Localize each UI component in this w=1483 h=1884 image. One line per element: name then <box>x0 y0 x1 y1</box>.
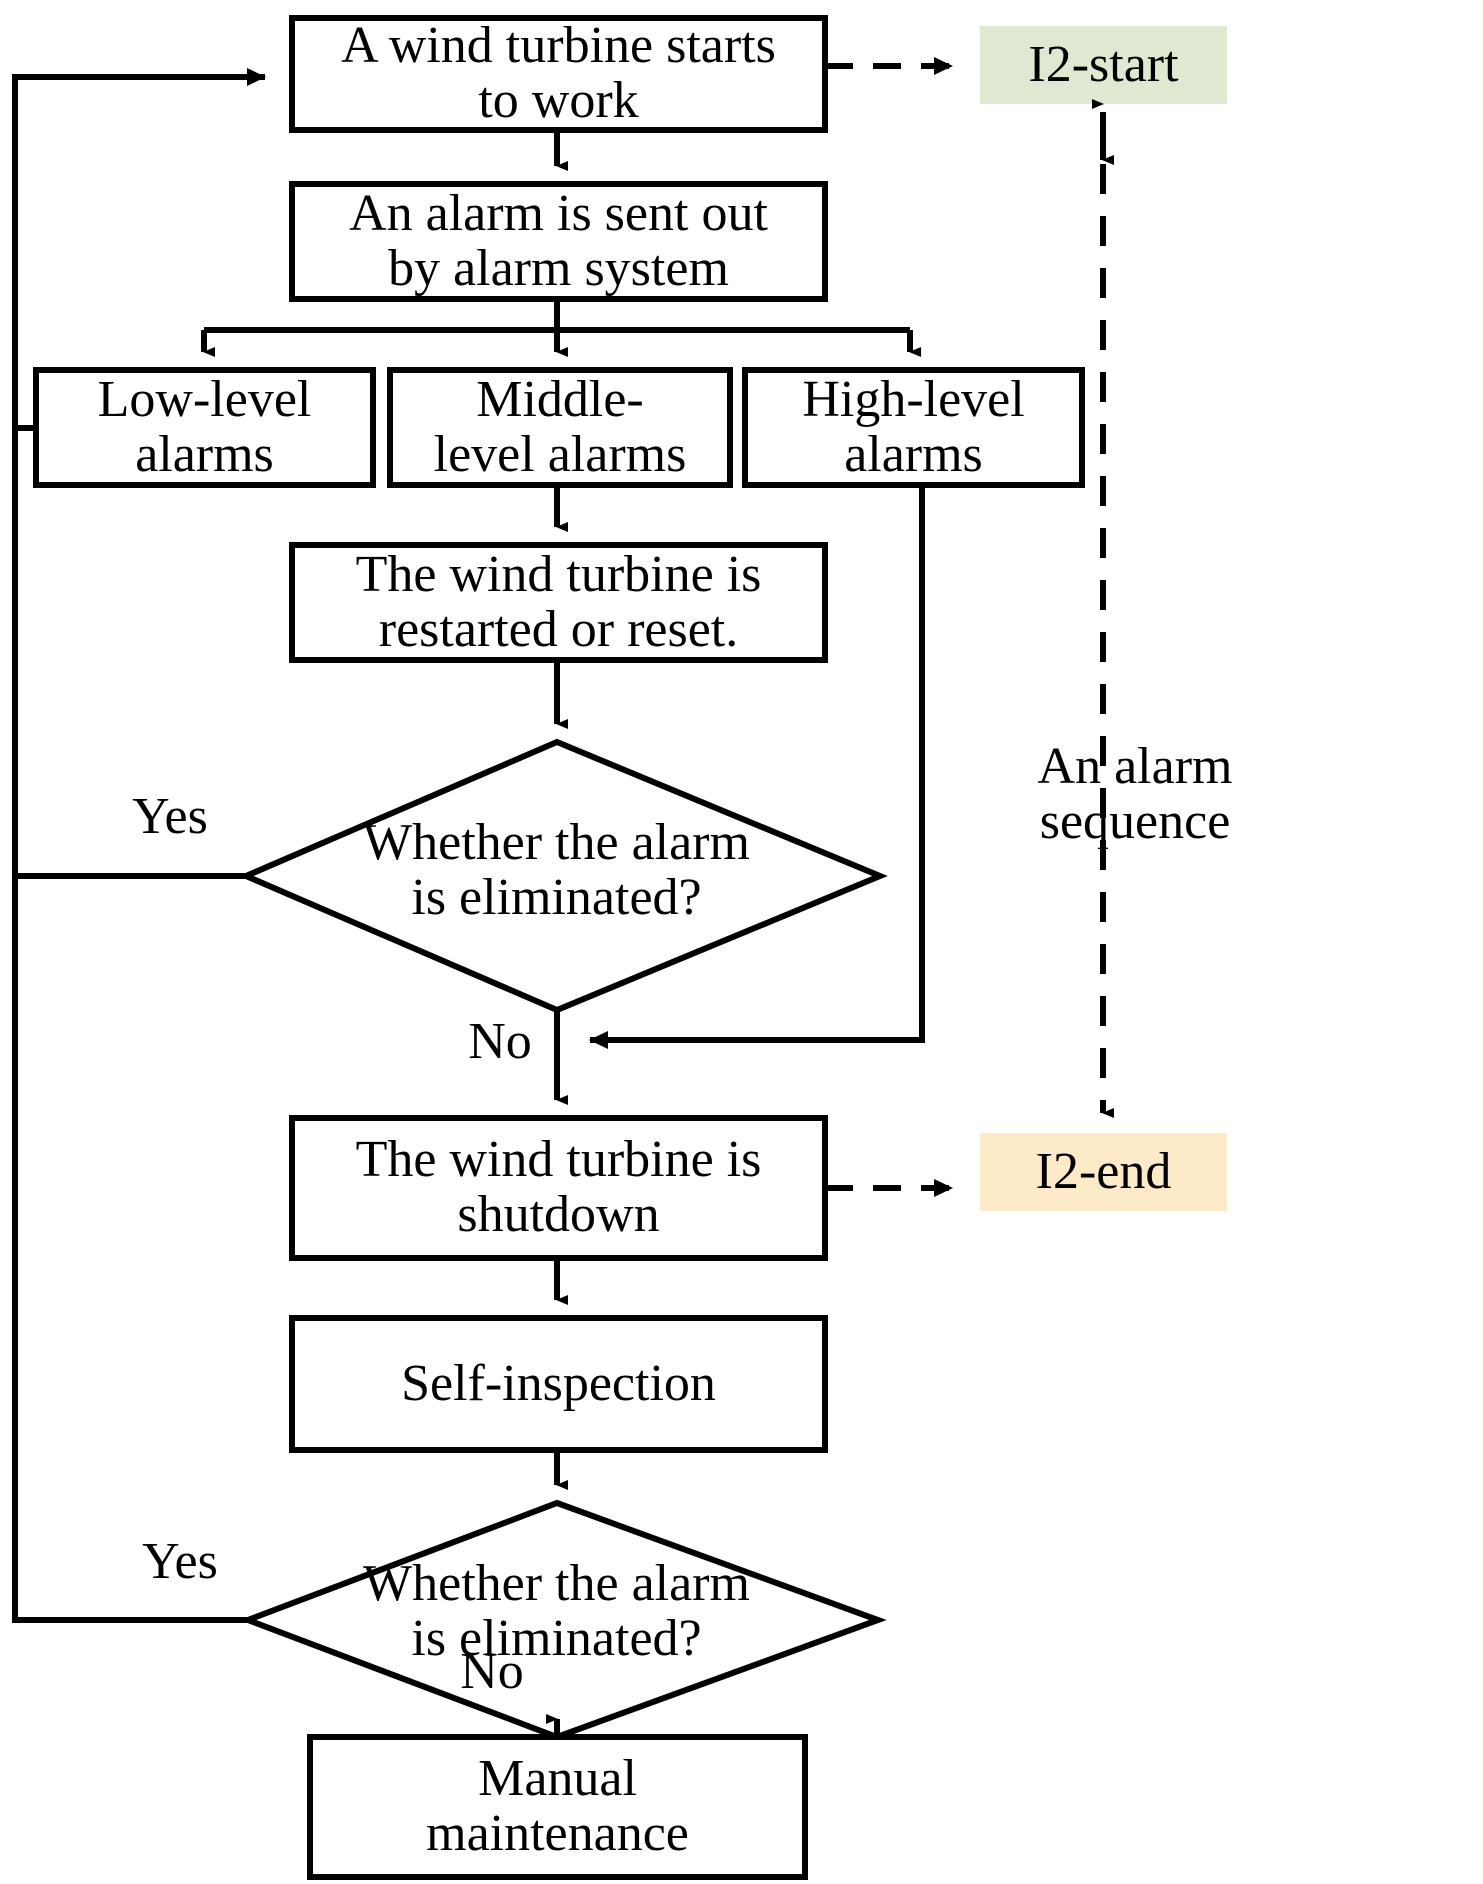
node-shutdown-label: The wind turbine is shutdown <box>355 1131 762 1243</box>
node-alarm-sent-label: An alarm is sent out by alarm system <box>349 184 768 297</box>
node-selfinspection-box[interactable] <box>289 1315 828 1453</box>
node-restart-label: The wind turbine is restarted or reset. <box>355 545 762 658</box>
node-decision2-label: Whether the alarm is eliminated? <box>363 1555 750 1667</box>
node-decision1-label: Whether the alarm is eliminated? <box>363 814 750 926</box>
edge-label-yes-2: Yes <box>142 1533 218 1590</box>
node-alarm-sent-box[interactable] <box>289 181 828 302</box>
node-manual-label: Manual maintenance <box>426 1750 689 1862</box>
node-low-box[interactable] <box>33 367 376 488</box>
node-low-label: Low-level alarms <box>97 370 312 483</box>
edge-high-to-shutdown-join <box>589 485 925 1049</box>
edge-feedback-rail <box>12 68 266 1623</box>
node-start-box[interactable] <box>289 15 828 133</box>
edge-label-no-2: No <box>460 1643 524 1700</box>
node-i2-end-box[interactable] <box>980 1133 1227 1211</box>
node-high-label: High-level alarms <box>802 370 1025 483</box>
node-selfinspection-label: Self-inspection <box>401 1354 716 1412</box>
node-i2-start-label: I2-start <box>1028 35 1179 93</box>
edge-label-yes-1: Yes <box>132 788 208 845</box>
node-restart-box[interactable] <box>289 542 828 663</box>
node-middle-label: Middle- level alarms <box>433 370 687 483</box>
node-high-box[interactable] <box>742 367 1085 488</box>
node-start-label: A wind turbine starts to work <box>341 17 776 129</box>
node-i2-end-label: I2-end <box>1035 1142 1172 1200</box>
node-manual-box[interactable] <box>307 1734 808 1880</box>
node-i2-start-box[interactable] <box>980 26 1227 104</box>
annotation-alarm-sequence: An alarm sequence <box>1037 738 1233 850</box>
edge-label-no-1: No <box>468 1013 532 1070</box>
node-middle-box[interactable] <box>387 367 733 488</box>
